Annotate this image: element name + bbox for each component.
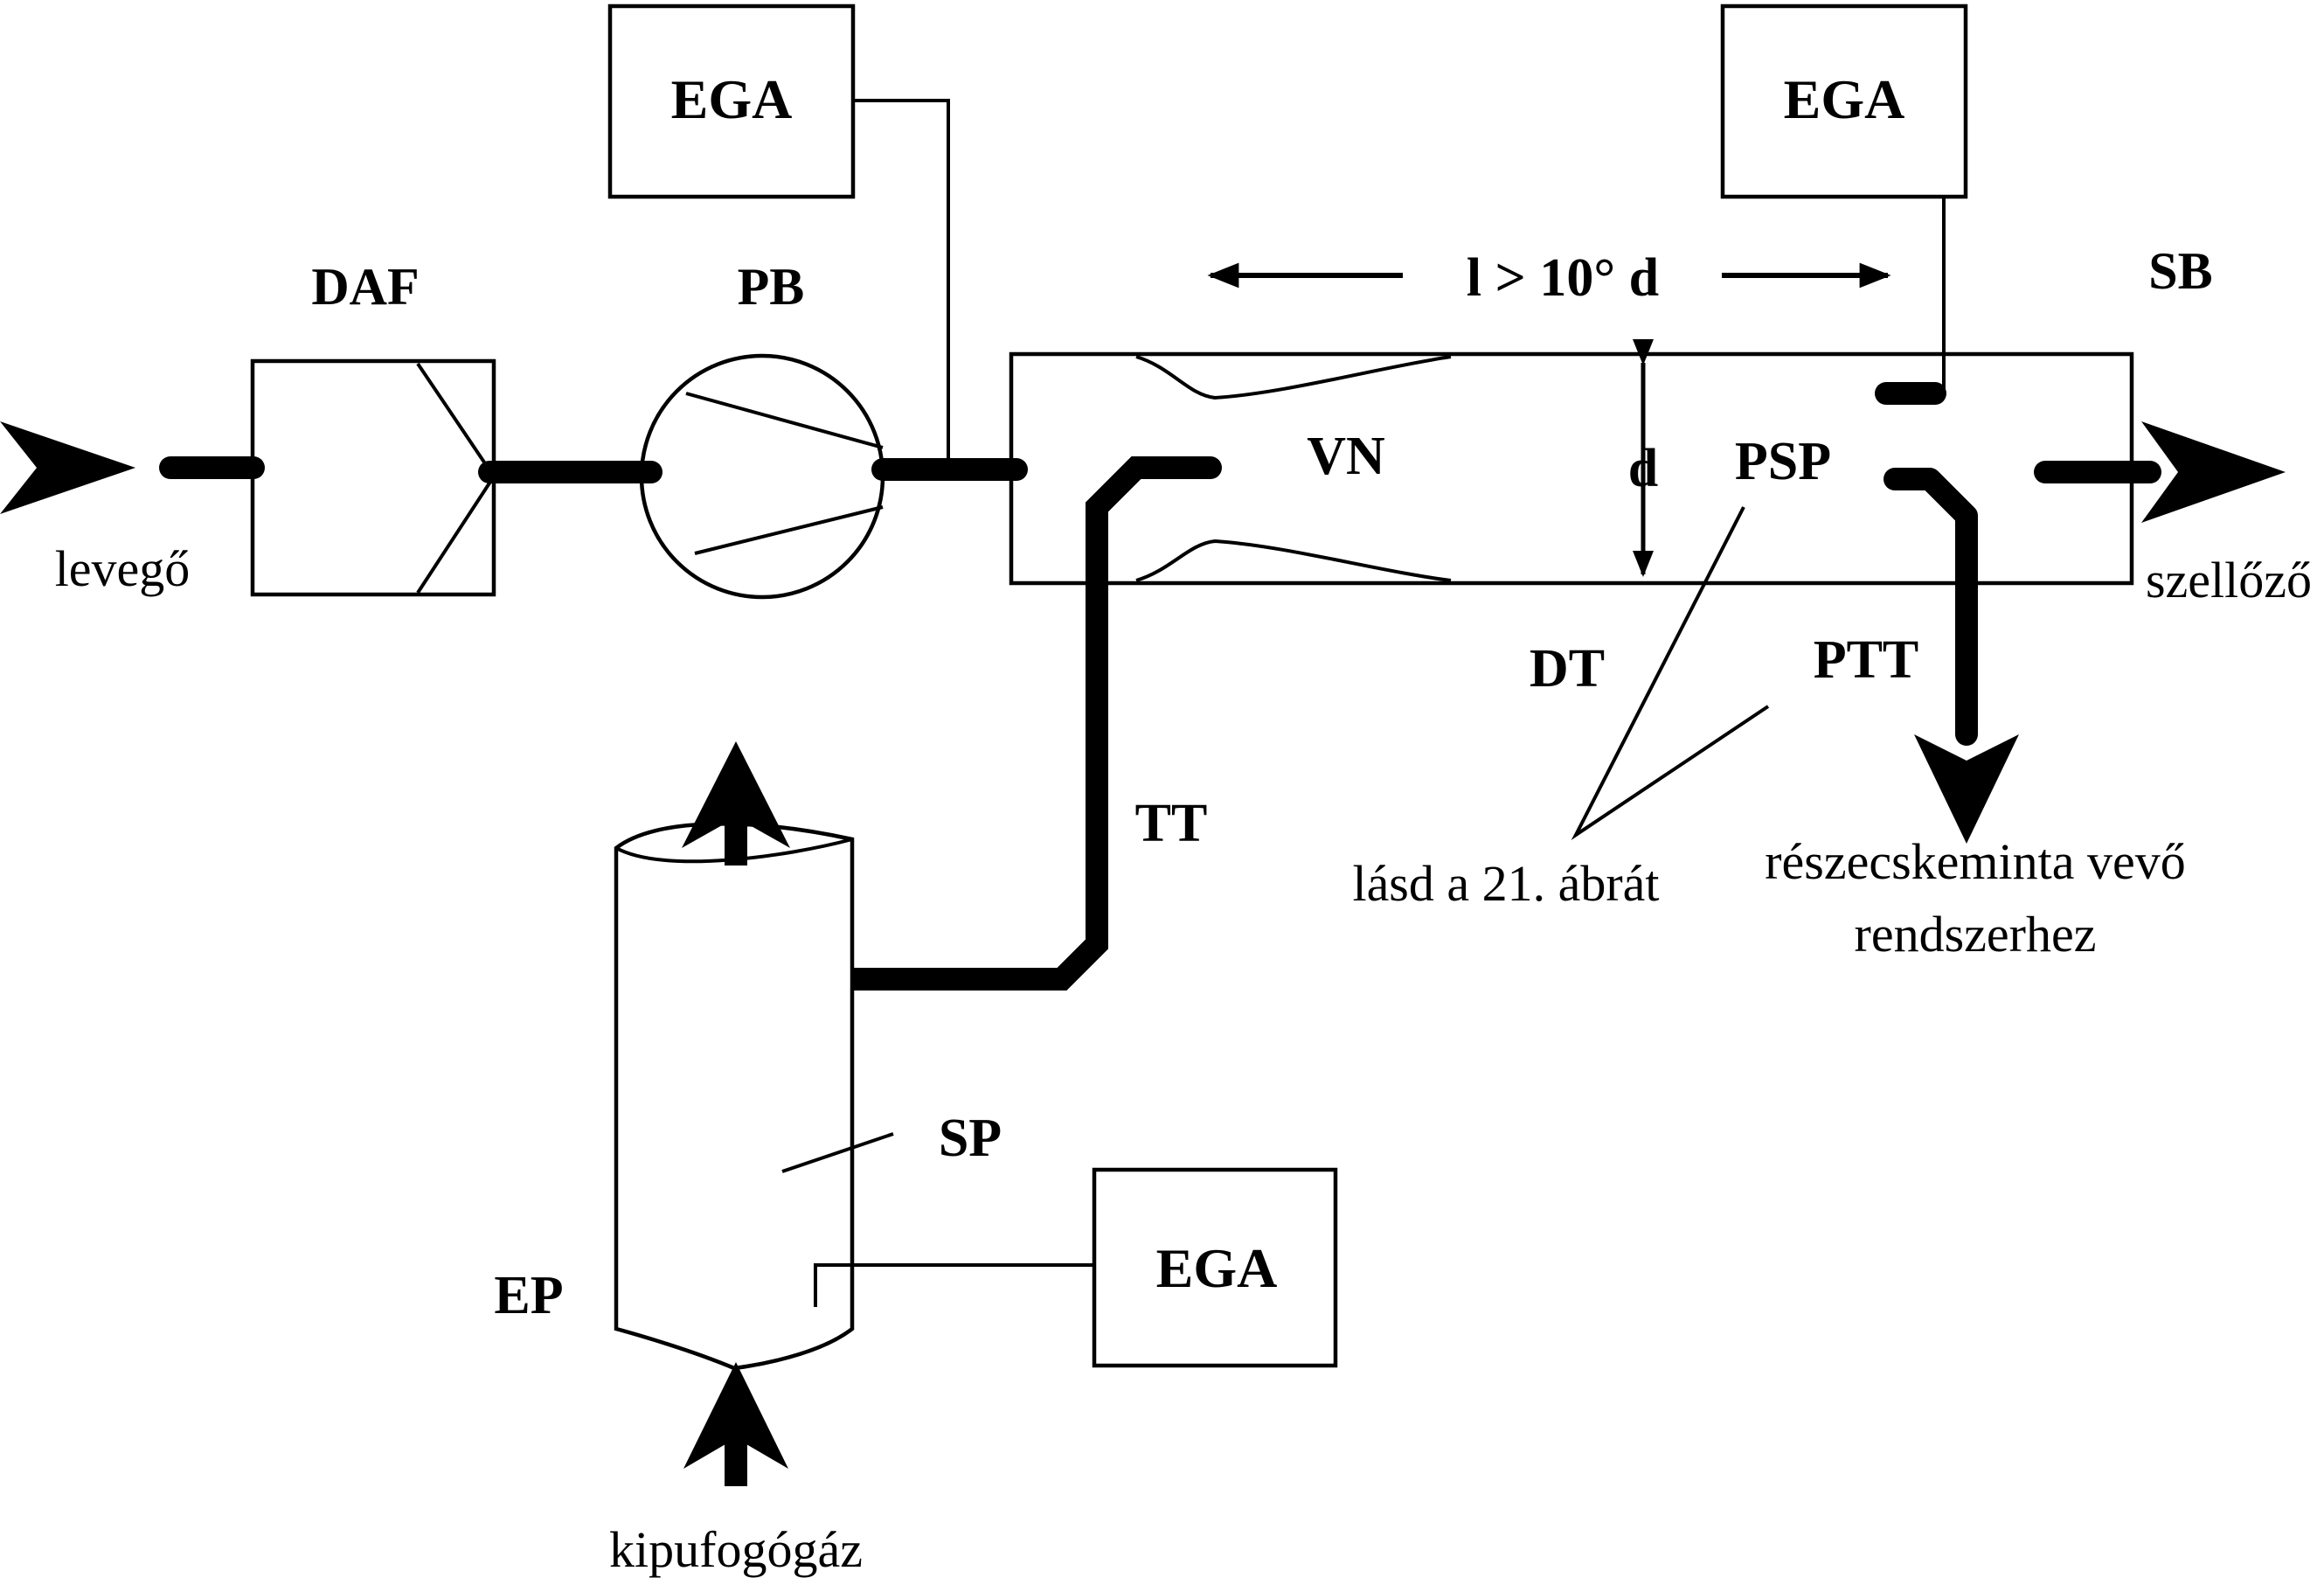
sb-label: SB xyxy=(2148,242,2212,300)
air-inlet-label: levegő xyxy=(55,540,191,597)
venturi-nozzle-lower xyxy=(1135,539,1452,582)
ptt-transfer-tube xyxy=(1883,468,1978,746)
vn-label: VN xyxy=(1307,427,1385,486)
ega-box-bottom xyxy=(1092,1167,1338,1368)
pb-pump xyxy=(639,353,885,600)
vent-label: szellőző xyxy=(2146,552,2312,608)
air-inlet-arrow xyxy=(0,421,135,514)
d-label: d xyxy=(1628,439,1658,498)
ep-label: EP xyxy=(494,1266,563,1325)
dt-label: DT xyxy=(1530,639,1605,699)
psp-label: PSP xyxy=(1735,432,1831,491)
vent-outlet-arrow xyxy=(2141,421,2286,523)
ega-box-top-right xyxy=(1720,3,1968,199)
exhaust-inlet-label: kipufogógáz xyxy=(609,1521,863,1578)
ega-signal-line xyxy=(814,1263,1094,1307)
see-figure-label: lásd a 21. ábrát xyxy=(1352,855,1659,912)
ega-label: EGA xyxy=(1784,68,1905,130)
particle-system-label-line1: részecskeminta vevő xyxy=(1765,833,2186,890)
ptt-label: PTT xyxy=(1814,630,1919,690)
ega-box-top-left xyxy=(607,3,856,199)
exhaust-inlet-arrow xyxy=(683,1362,788,1469)
sp-label: SP xyxy=(939,1109,1002,1168)
daf-filter-box xyxy=(250,358,496,597)
reference-pointer xyxy=(1571,506,1770,840)
sp-pointer-line xyxy=(781,1132,894,1173)
length-rule-label: l > 10° d xyxy=(1467,248,1659,308)
ep-up-arrow-head xyxy=(682,741,790,848)
venturi-nozzle xyxy=(1135,355,1452,400)
ega-label: EGA xyxy=(1156,1237,1278,1299)
pump-blade xyxy=(685,392,884,449)
pb-label: PB xyxy=(738,258,805,316)
particle-system-label-line2: rendszerhez xyxy=(1855,906,2097,963)
ega-label: EGA xyxy=(671,68,793,130)
ptt-outlet-arrow xyxy=(1914,734,2019,844)
tt-label: TT xyxy=(1135,794,1208,853)
daf-label: DAF xyxy=(311,258,419,316)
ega-signal-line xyxy=(853,99,950,463)
pump-blade xyxy=(694,505,884,555)
